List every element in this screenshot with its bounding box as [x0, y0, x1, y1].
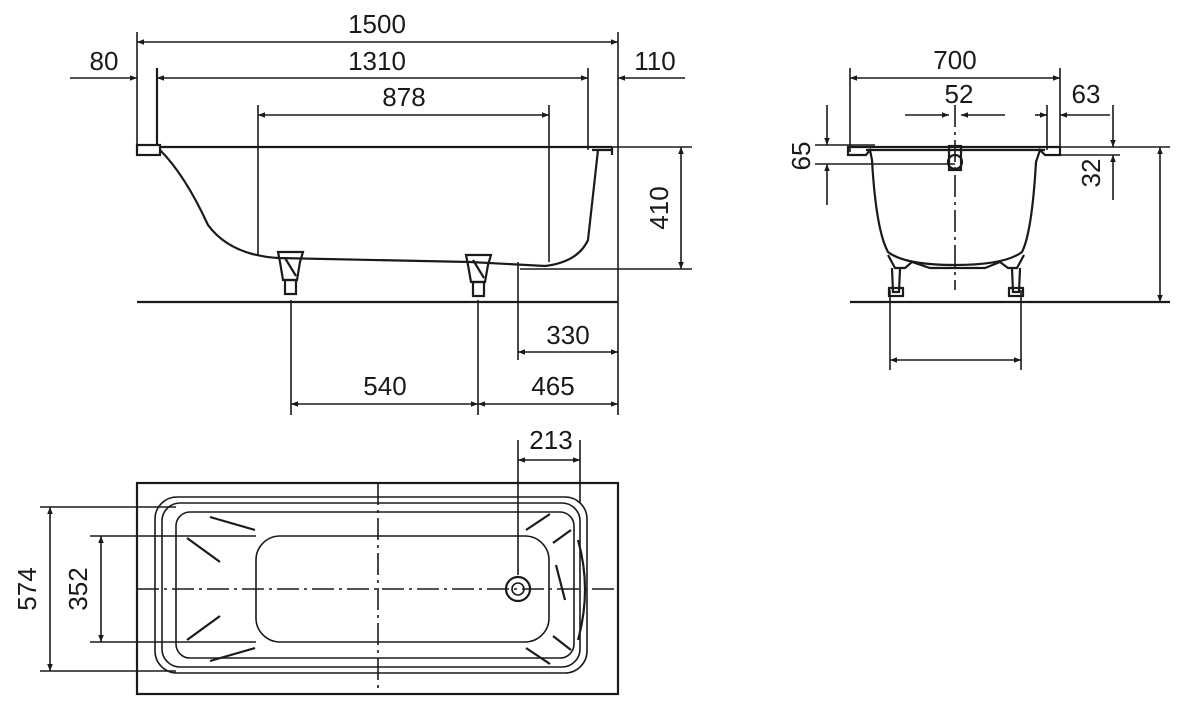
- dim-drain-offset: 330: [546, 320, 589, 350]
- dim-overflow-width: 52: [945, 79, 974, 109]
- dim-leg-spacing: 540: [363, 371, 406, 401]
- leg-left: [276, 250, 305, 296]
- leg-right: [464, 253, 493, 298]
- dim-overall-length: 1500: [348, 9, 406, 39]
- side-view: 1500 80 1310 110 878 410 330 540 465: [70, 9, 692, 415]
- dim-overflow-height: 65: [786, 142, 816, 171]
- dim-bottom-length: 878: [382, 82, 425, 112]
- dim-drain-x: 213: [529, 425, 572, 455]
- dim-height: 410: [644, 186, 674, 229]
- end-view: 700 52 63 65 32: [786, 45, 1170, 370]
- dim-inner-length: 1310: [348, 46, 406, 76]
- plan-view: 574 352 213: [12, 425, 620, 696]
- dim-right-rim: 110: [634, 46, 675, 76]
- dim-side-rim: 63: [1072, 79, 1101, 109]
- dim-leg-offset: 465: [531, 371, 574, 401]
- dim-width-574: 574: [12, 567, 42, 610]
- dim-left-rim: 80: [90, 46, 119, 76]
- dim-rim-height: 32: [1076, 159, 1106, 188]
- dim-overall-width: 700: [933, 45, 976, 75]
- dim-width-352: 352: [63, 567, 93, 610]
